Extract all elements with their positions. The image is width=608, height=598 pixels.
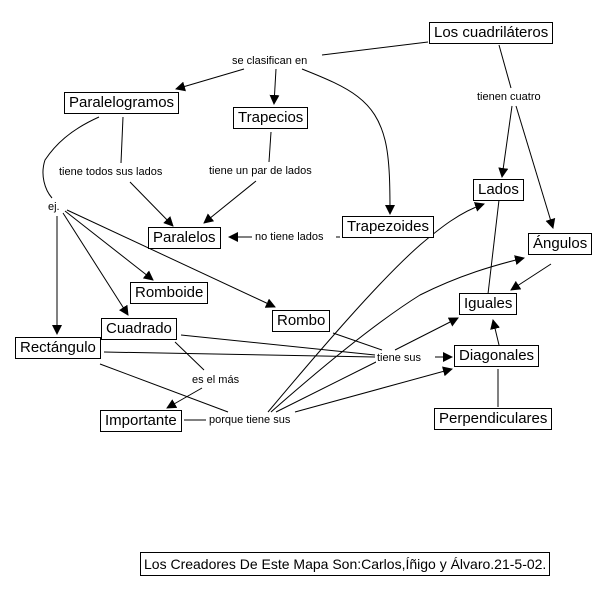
concept-rectangulo[interactable]: Rectángulo xyxy=(15,337,101,359)
concept-trapecios[interactable]: Trapecios xyxy=(233,107,309,129)
edge xyxy=(66,209,276,308)
concept-paralelos[interactable]: Paralelos xyxy=(148,227,221,249)
edge xyxy=(175,68,245,92)
edge xyxy=(103,351,376,358)
concept-paralelogramos[interactable]: Paralelogramos xyxy=(64,92,180,114)
edge xyxy=(515,105,556,229)
edge xyxy=(490,319,500,346)
concept-importante[interactable]: Importante xyxy=(100,410,182,432)
concept-los-cuadrilateros[interactable]: Los cuadriláteros xyxy=(429,22,554,44)
edge xyxy=(203,180,257,224)
edge xyxy=(42,116,100,199)
edge xyxy=(301,68,395,215)
edge xyxy=(166,387,203,409)
edge xyxy=(62,212,129,316)
concept-romboide[interactable]: Romboide xyxy=(130,282,209,304)
link-no-tiene-lados: no tiene lados xyxy=(254,231,325,244)
concept-lados[interactable]: Lados xyxy=(473,179,524,201)
edge xyxy=(120,116,124,164)
link-tienen-cuatro: tienen cuatro xyxy=(476,91,542,104)
link-es-el-mas: es el más xyxy=(191,374,241,387)
link-tiene-todos-sus-lados: tiene todos sus lados xyxy=(58,166,164,179)
edge xyxy=(99,363,229,413)
concept-cuadrado[interactable]: Cuadrado xyxy=(101,318,177,340)
edge xyxy=(270,255,525,413)
edge xyxy=(321,41,429,56)
link-tiene-un-par-de-lados: tiene un par de lados xyxy=(208,165,313,178)
edge xyxy=(275,360,379,413)
link-tiene-sus: tiene sus xyxy=(376,352,423,365)
link-ej: ej. xyxy=(47,201,61,214)
edge xyxy=(174,341,205,371)
edge xyxy=(332,332,383,351)
edge xyxy=(268,131,272,163)
concept-trapezoides[interactable]: Trapezoides xyxy=(342,216,434,238)
edge xyxy=(394,317,459,351)
concept-rombo[interactable]: Rombo xyxy=(272,310,331,332)
edge xyxy=(129,181,174,227)
edge xyxy=(487,199,500,295)
edge xyxy=(510,263,552,291)
edge xyxy=(64,210,154,281)
concept-perpendiculares[interactable]: Perpendiculares xyxy=(434,408,553,430)
edge xyxy=(269,68,280,105)
edge xyxy=(498,44,512,89)
concept-iguales[interactable]: Iguales xyxy=(459,293,518,315)
link-se-clasifican-en: se clasifican en xyxy=(231,55,309,68)
edge xyxy=(267,202,485,413)
concept-diagonales[interactable]: Diagonales xyxy=(454,345,540,367)
concept-angulos[interactable]: Ángulos xyxy=(528,233,593,255)
link-porque-tiene-sus: porque tiene sus xyxy=(208,414,292,427)
edge xyxy=(498,105,513,178)
credits-box: Los Creadores De Este Mapa Son:Carlos,Íñ… xyxy=(140,552,551,576)
edge xyxy=(294,366,453,413)
